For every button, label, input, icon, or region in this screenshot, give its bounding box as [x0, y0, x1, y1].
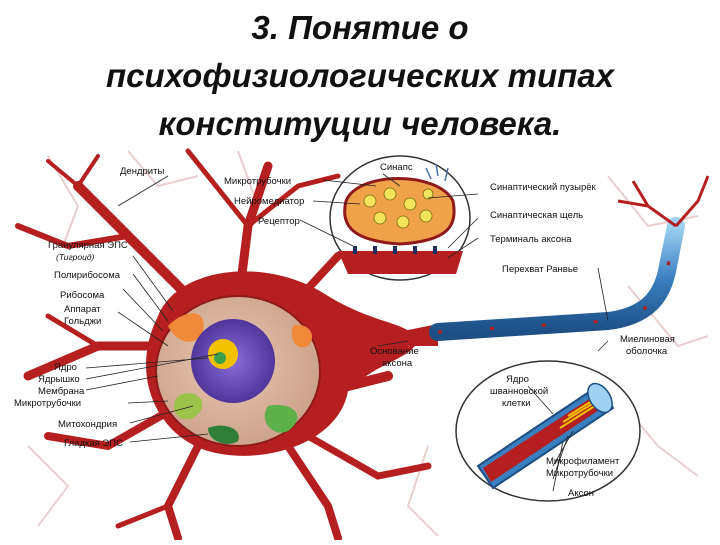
leader-lines	[85, 173, 609, 492]
title-line-2: психофизиологических типах	[105, 57, 614, 94]
neuron-diagram: Дендриты Микротрубочки Нейромедиатор Рец…	[8, 146, 712, 542]
title-line-1: 3. Понятие о	[251, 9, 469, 46]
label-schwann-2: шванновской	[490, 386, 548, 397]
dendrites	[15, 148, 432, 542]
label-microfilament: Микрофиламент	[546, 456, 620, 467]
label-microtubules-bottom: Микротрубочки	[546, 468, 613, 479]
neuron-illustration: Дендриты Микротрубочки Нейромедиатор Рец…	[14, 148, 710, 542]
label-tigroid: (Тигроид)	[56, 252, 95, 262]
label-axon-terminal: Терминаль аксона	[490, 234, 572, 245]
label-synapse: Синапс	[380, 162, 413, 173]
label-schwann-1: Ядро	[506, 374, 529, 385]
nucleolus-core	[214, 352, 226, 364]
label-axon-hillock-1: Основание	[370, 346, 419, 357]
label-golgi-1: Аппарат	[64, 304, 101, 315]
organelles	[168, 313, 313, 444]
myelinated-axon	[429, 217, 685, 341]
label-nucleolus: Ядрышко	[38, 374, 80, 385]
axon-terminal-branches	[617, 175, 710, 228]
label-microtubules-top: Микротрубочки	[224, 176, 291, 187]
label-axon-hillock-2: аксона	[382, 358, 413, 369]
label-neurotransmitter: Нейромедиатор	[234, 196, 304, 207]
title-line-3: конституции человека.	[158, 105, 562, 142]
label-microtubules-mid: Микротрубочки	[14, 398, 81, 409]
slide-title: 3. Понятие о психофизиологических типах …	[0, 4, 720, 148]
label-membrane: Мембрана	[38, 386, 85, 397]
label-dendrites: Дендриты	[120, 166, 164, 177]
label-granular-er: Гранулярная ЭПС	[48, 240, 128, 251]
label-nucleus: Ядро	[54, 362, 77, 373]
label-synaptic-cleft: Синаптическая щель	[490, 210, 583, 221]
label-myelin-2: оболочка	[626, 346, 668, 357]
axon-section-inset	[455, 360, 641, 502]
label-myelin-1: Миелиновая	[620, 334, 675, 345]
label-ribosome: Рибосома	[60, 290, 105, 301]
label-receptor: Рецептор	[258, 216, 300, 227]
diagram-labels: Дендриты Микротрубочки Нейромедиатор Рец…	[14, 162, 675, 499]
label-polyribosome: Полирибосома	[54, 270, 121, 281]
label-synaptic-vesicle: Синаптический пузырёк	[490, 182, 597, 193]
label-schwann-3: клетки	[502, 398, 531, 409]
synapse-inset	[329, 155, 471, 281]
label-ranvier-node: Перехват Ранвье	[502, 264, 578, 275]
axon-hillock	[403, 324, 438, 346]
label-golgi-2: Гольджи	[64, 316, 101, 327]
label-axon: Аксон	[568, 488, 594, 499]
label-mitochondria: Митохондрия	[58, 419, 117, 430]
label-smooth-er: Гладкая ЭПС	[64, 438, 123, 449]
